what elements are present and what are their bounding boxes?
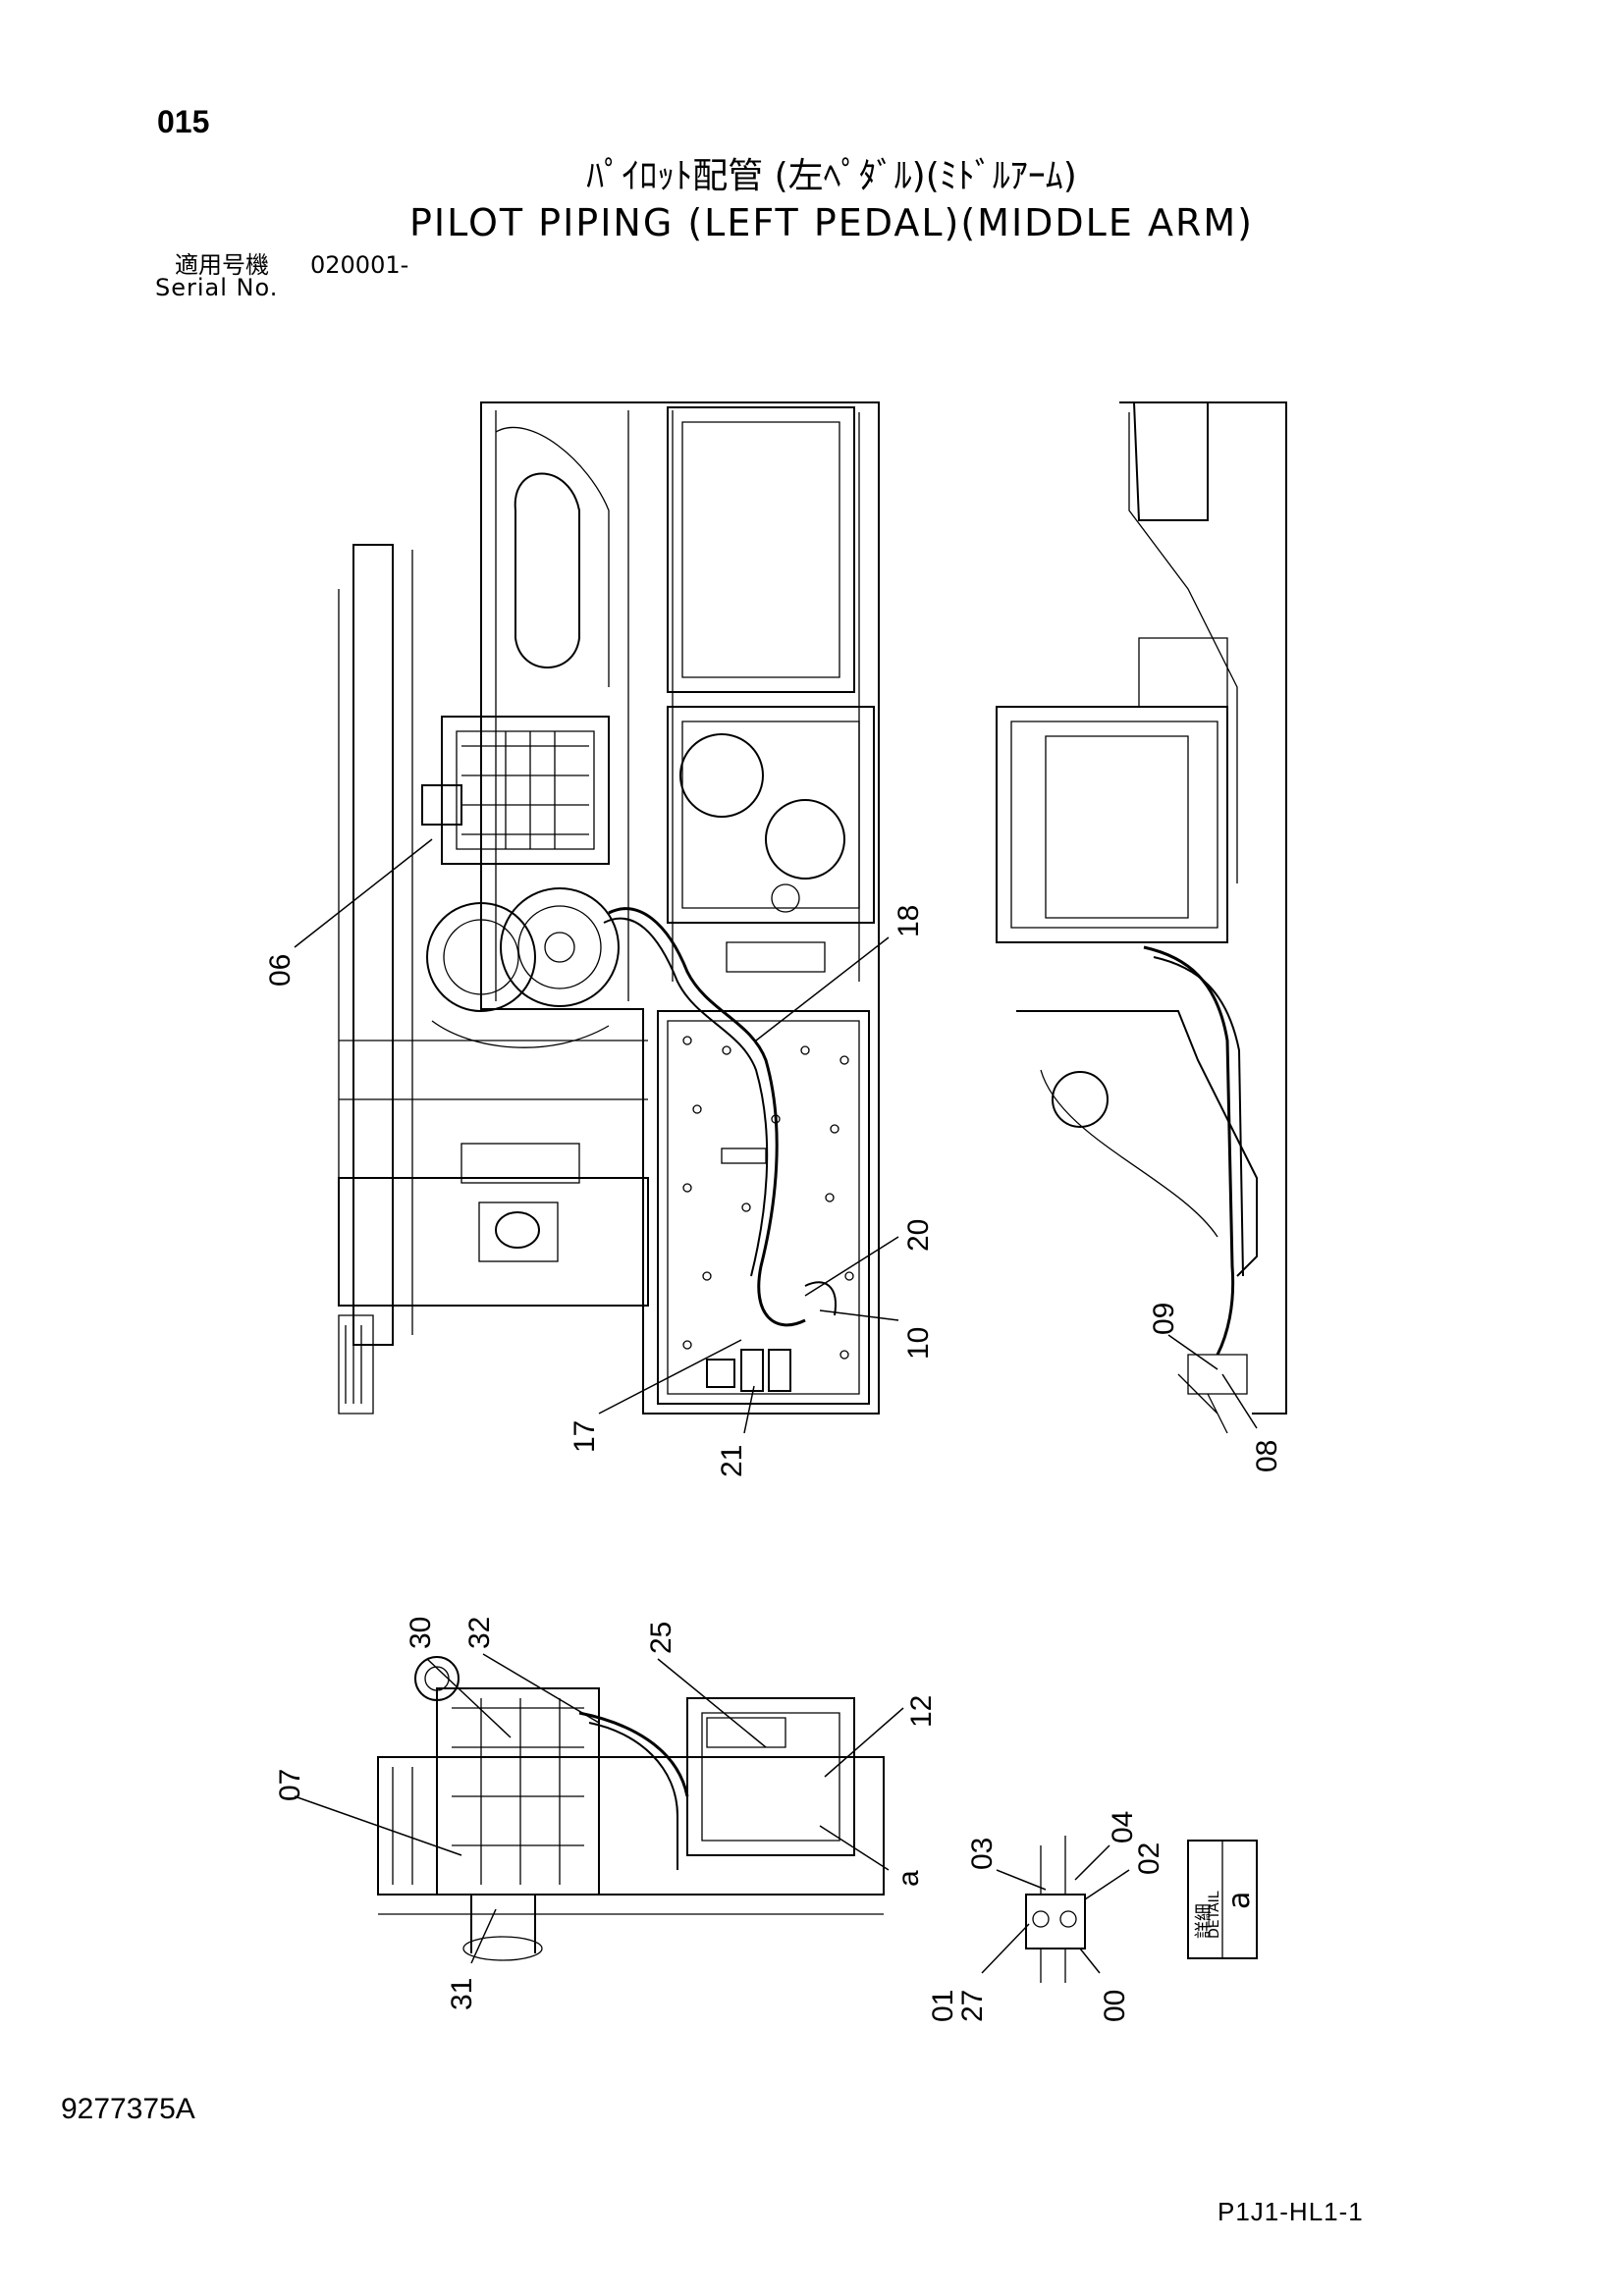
detail-label-box: 詳細 DETAIL a (1187, 1840, 1258, 1959)
callout-31: 31 (446, 1978, 478, 2010)
side-elevation-view (996, 401, 1287, 1434)
callout-10: 10 (902, 1327, 935, 1360)
callout-27: 27 (956, 1990, 989, 2022)
detail-label-english: DETAIL (1207, 1891, 1222, 1939)
callout-21: 21 (716, 1445, 748, 1477)
callout-07: 07 (274, 1769, 306, 1801)
callout-00: 00 (1099, 1990, 1131, 2022)
callout-03: 03 (966, 1838, 999, 1870)
callout-18: 18 (893, 905, 925, 937)
callout-04: 04 (1107, 1811, 1139, 1843)
callout-a: a (893, 1870, 925, 1887)
callout-01: 01 (927, 1990, 959, 2022)
detail-label-japanese: 詳細 (1194, 1903, 1215, 1939)
page-code: P1J1-HL1-1 (1218, 2197, 1364, 2226)
serial-label-japanese: 適用号機 (175, 251, 269, 279)
page-number: 015 (157, 104, 210, 139)
main-plan-view (338, 401, 880, 1415)
document-number: 9277375A (61, 2093, 195, 2125)
callout-25: 25 (645, 1622, 677, 1654)
callout-06: 06 (264, 954, 297, 987)
callout-12: 12 (905, 1695, 938, 1728)
detail-a-view (1025, 1836, 1086, 1983)
floor-plate-holes (682, 1036, 854, 1360)
callout-group: 06 18 20 10 17 21 09 08 30 32 25 12 07 3… (264, 838, 1283, 2022)
callout-02: 02 (1133, 1842, 1165, 1875)
title-japanese: ﾊﾟｲﾛｯﾄ配管 (左ﾍﾟﾀﾞﾙ)(ﾐﾄﾞﾙｱｰﾑ) (586, 156, 1077, 196)
title-english: PILOT PIPING (LEFT PEDAL)(MIDDLE ARM) (409, 201, 1254, 244)
callout-30: 30 (405, 1617, 437, 1649)
detail-ref-letter: a (1222, 1892, 1257, 1909)
lower-detail-view (377, 1656, 885, 1961)
callout-08: 08 (1251, 1440, 1283, 1472)
callout-32: 32 (463, 1617, 496, 1649)
callout-20: 20 (902, 1219, 935, 1252)
serial-value: 020001- (310, 251, 409, 279)
serial-label-english: Serial No. (155, 274, 279, 301)
callout-09: 09 (1148, 1303, 1180, 1335)
callout-17: 17 (568, 1420, 601, 1453)
